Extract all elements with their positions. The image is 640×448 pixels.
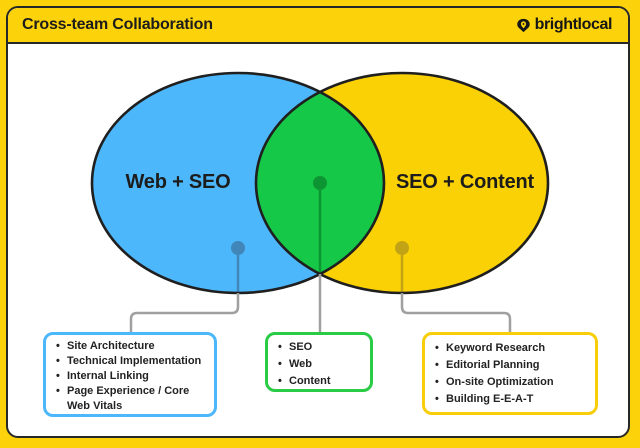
list-item: Web (277, 357, 366, 372)
header: Cross-team Collaboration brightlocal (8, 8, 628, 44)
venn-overlap-region (256, 73, 384, 293)
brand-name: brightlocal (534, 16, 613, 33)
venn-label-seo-content: SEO + Content (396, 171, 534, 193)
list-item: SEO (277, 340, 366, 355)
callout-shared: SEO WebContent (265, 332, 373, 392)
list-item: Page Experience / Core Web Vitals (55, 384, 210, 414)
list-item: Technical Implementation (55, 354, 210, 369)
brand-logo: brightlocal (515, 16, 612, 34)
list-item: On-site Optimization (434, 375, 591, 390)
dot-right (395, 241, 409, 255)
list-item: Site Architecture (55, 339, 210, 354)
list-item: Internal Linking (55, 369, 210, 384)
callout-seo-content: Keyword ResearchEditorial PlanningOn-sit… (422, 332, 598, 415)
venn-label-web-seo: Web + SEO (125, 171, 231, 193)
connector-left-gray (129, 293, 240, 332)
dot-center (313, 176, 327, 190)
list-item: Building E-E-A-T (434, 392, 591, 407)
callout-seo-content-list: Keyword ResearchEditorial PlanningOn-sit… (434, 341, 591, 407)
venn-diagram-svg (90, 71, 550, 332)
canvas-card: Cross-team Collaboration brightlocal (6, 6, 630, 438)
list-item: Keyword Research (434, 341, 591, 356)
callout-web-seo: Site ArchitectureTechnical Implementatio… (43, 332, 217, 417)
connector-right-gray (400, 293, 512, 332)
dot-left (231, 241, 245, 255)
brightlocal-pin-icon (515, 17, 532, 34)
page-title: Cross-team Collaboration (22, 16, 213, 33)
list-item: Editorial Planning (434, 358, 591, 373)
callout-web-seo-list: Site ArchitectureTechnical Implementatio… (55, 339, 210, 414)
callout-shared-list: SEO WebContent (277, 340, 366, 389)
diagram-area: Web + SEO SEO + Content Site Architectur… (8, 44, 628, 436)
list-item: Content (277, 374, 366, 389)
